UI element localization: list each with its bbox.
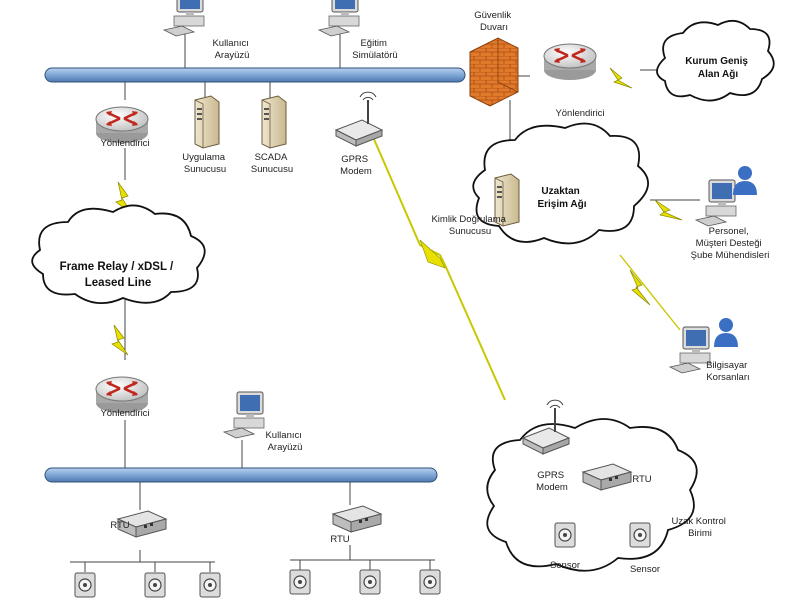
gprs-wireless-link <box>369 129 506 401</box>
sensor-bottom-5-icon <box>359 569 381 595</box>
label-user-interface-bottom: Kullanıcı Arayüzü <box>265 430 304 453</box>
label-gprs-modem-bottom: GPRS Modem <box>536 470 568 493</box>
label-training-simulator: Eğitim Simülatörü <box>352 38 397 61</box>
wan-cloud <box>656 19 775 102</box>
sensor-2-icon <box>629 522 651 548</box>
application-server-icon <box>194 95 220 149</box>
label-remote-access-cloud: Uzaktan Erişim Ağı <box>537 186 586 210</box>
label-rtu-bottom-left: RTU <box>110 520 129 531</box>
remote-control-cloud <box>486 418 698 572</box>
staff-person-icon <box>733 166 757 195</box>
label-staff: Personel, Müşteri Desteği Şube Mühendisl… <box>691 226 770 261</box>
label-gprs-modem-top: GPRS Modem <box>340 154 372 177</box>
bottom-network-bus <box>44 467 438 483</box>
label-application-server: Uygulama Sunucusu <box>182 152 227 175</box>
scada-server-icon <box>261 95 287 149</box>
gprs-modem-top-icon <box>335 91 383 147</box>
sensor-1-icon <box>554 522 576 548</box>
firewall-icon <box>469 37 519 107</box>
sensor-bottom-4-icon <box>289 569 311 595</box>
sensor-bottom-1-icon <box>74 572 96 598</box>
label-remote-control-unit: Uzak Kontrol Birimi <box>671 516 728 539</box>
label-identity-server: Kimlik Doğrulama Sunucusu <box>431 214 508 237</box>
label-hackers: Bilgisayar Korsanları <box>706 360 750 383</box>
label-sensor-1: Sensor <box>550 560 580 571</box>
sensor-bottom-2-icon <box>144 572 166 598</box>
label-router-left-top: Yönlendirici <box>100 138 149 149</box>
label-user-interface-top: Kullanıcı Arayüzü <box>212 38 251 61</box>
hacker-workstation-icon <box>669 326 711 374</box>
lightning-links <box>111 67 683 356</box>
staff-workstation-icon <box>695 179 737 227</box>
label-router-left-bottom: Yönlendirici <box>100 408 149 419</box>
label-firewall: Güvenlik Duvarı <box>474 10 514 33</box>
user-interface-top-workstation-icon <box>163 0 205 37</box>
label-rtu-remote: RTU <box>632 474 651 485</box>
sensor-bottom-6-icon <box>419 569 441 595</box>
top-network-bus <box>44 67 466 83</box>
frame-relay-cloud <box>31 204 206 304</box>
rtu-bottom-mid-icon <box>332 505 382 533</box>
label-rtu-bottom-mid: RTU <box>330 534 349 545</box>
user-interface-bottom-workstation-icon <box>223 391 265 439</box>
label-sensor-2: Sensor <box>630 564 660 575</box>
label-router-top-right: Yönlendirici <box>555 108 604 119</box>
label-wan-cloud: Kurum Geniş Alan Ağı <box>685 56 751 80</box>
label-scada-server: SCADA Sunucusu <box>251 152 293 175</box>
training-simulator-workstation-icon <box>318 0 360 37</box>
sensor-bottom-3-icon <box>199 572 221 598</box>
hacker-person-icon <box>714 318 738 347</box>
router-top-right-icon <box>542 42 598 82</box>
label-frame-relay-cloud: Frame Relay / xDSL / Leased Line <box>60 261 177 289</box>
